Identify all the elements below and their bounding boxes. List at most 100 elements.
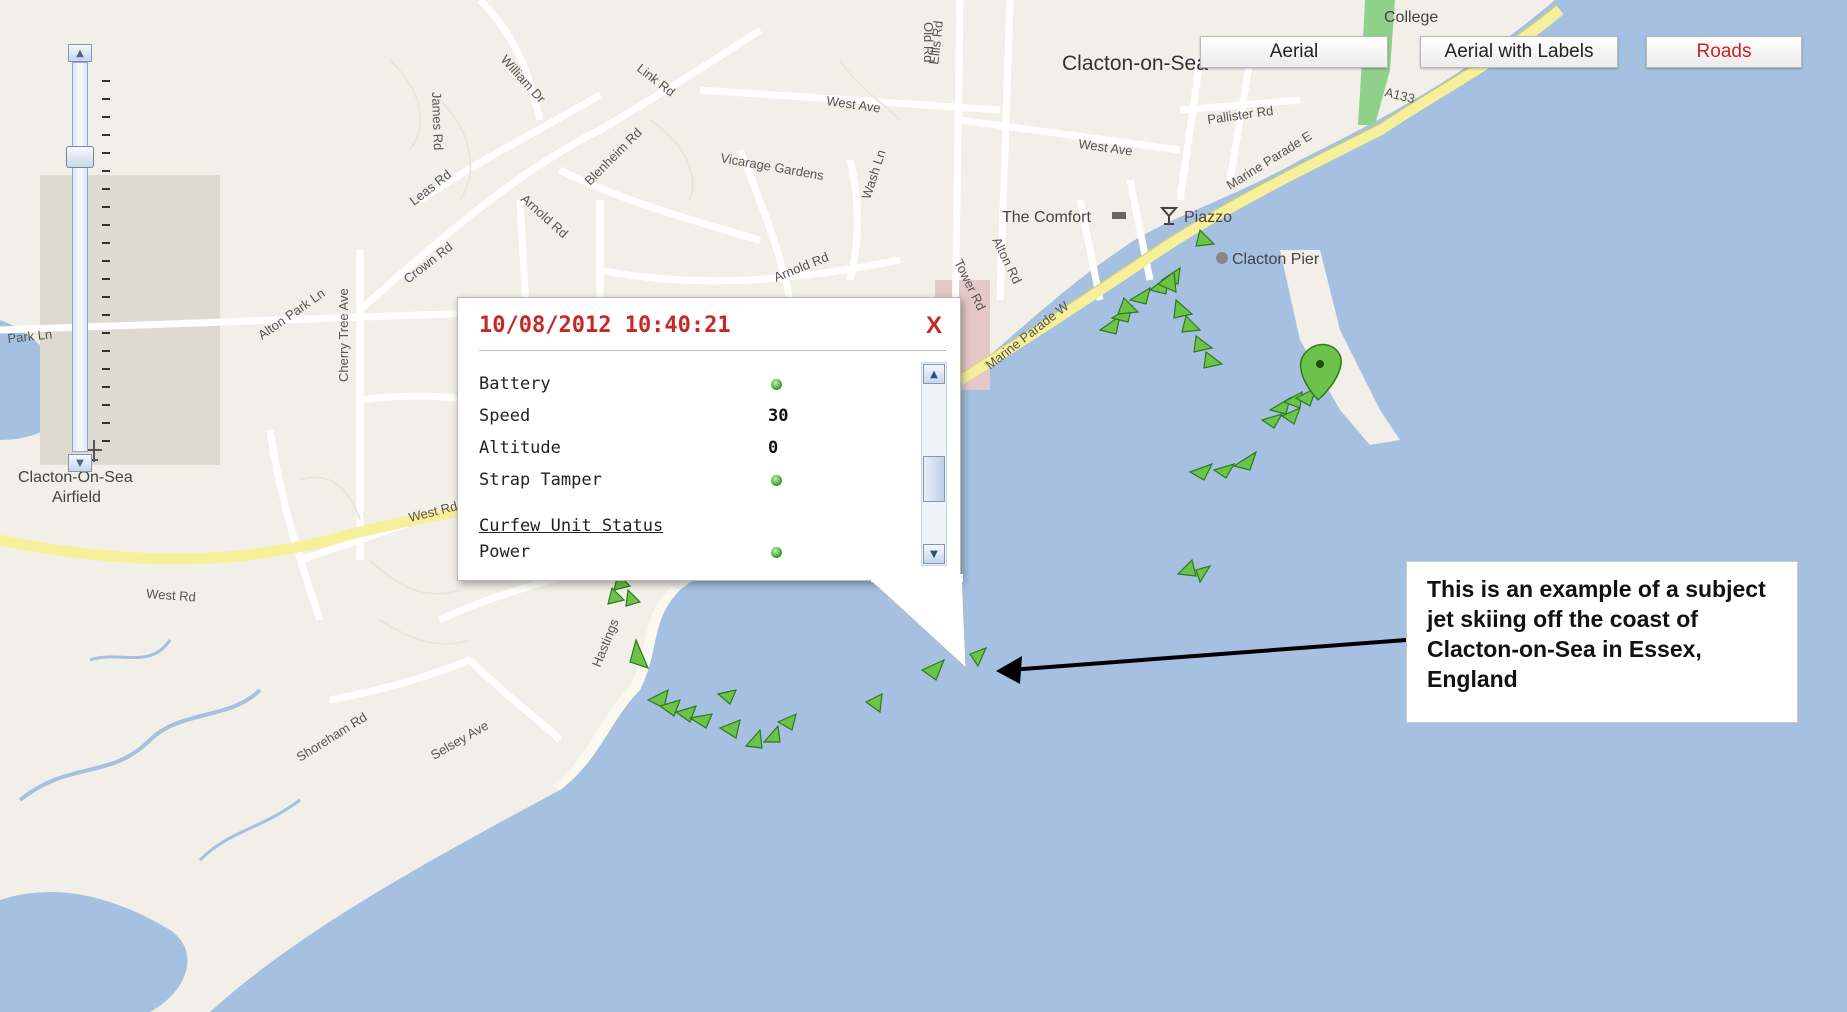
track-marker bbox=[688, 713, 713, 729]
track-marker bbox=[1117, 296, 1140, 315]
map-type-roads-button[interactable]: Roads bbox=[1646, 36, 1802, 68]
zoom-tick bbox=[102, 422, 110, 424]
track-marker bbox=[1212, 462, 1236, 479]
label-airfield-2: Airfield bbox=[52, 489, 101, 506]
label-ellis-rd: Ellis Rd bbox=[926, 20, 946, 65]
map-type-aerial-labels-button[interactable]: Aerial with Labels bbox=[1420, 36, 1618, 68]
zoom-tick bbox=[102, 386, 110, 388]
track-marker bbox=[1188, 462, 1214, 481]
zoom-tick bbox=[102, 242, 110, 244]
popup-close-button[interactable]: X bbox=[925, 312, 942, 339]
popup-label-battery: Battery bbox=[479, 374, 551, 394]
main-road-marine-parade-edge bbox=[959, 3, 1557, 375]
popup-label-altitude: Altitude bbox=[479, 438, 561, 458]
popup-tail bbox=[870, 574, 967, 670]
track-marker bbox=[864, 692, 883, 714]
track-marker bbox=[1181, 314, 1202, 333]
track-marker bbox=[629, 638, 650, 669]
track-marker bbox=[716, 689, 738, 705]
zoom-tick bbox=[102, 404, 110, 406]
annotation-callout: This is an example of a subject jet skii… bbox=[1406, 561, 1798, 723]
zoom-tick bbox=[102, 98, 110, 100]
power-status-icon bbox=[771, 547, 782, 558]
battery-status-icon bbox=[771, 379, 782, 390]
track-marker bbox=[1098, 314, 1121, 335]
zoom-tick bbox=[102, 224, 110, 226]
popup-timestamp: 10/08/2012 10:40:21 bbox=[479, 313, 731, 338]
zoom-in-button[interactable]: ▲ bbox=[68, 44, 92, 62]
road-shield-a133: A133 bbox=[1383, 84, 1416, 106]
label-the-comfort: The Comfort bbox=[1002, 209, 1091, 226]
popup-scrollbar[interactable]: ▲ ▼ bbox=[921, 362, 947, 566]
pier bbox=[1280, 250, 1400, 445]
track-marker bbox=[1173, 298, 1194, 319]
track-marker bbox=[646, 688, 669, 709]
zoom-tick bbox=[102, 278, 110, 280]
scroll-thumb[interactable] bbox=[923, 456, 945, 502]
track-marker bbox=[920, 658, 946, 681]
track-marker bbox=[1195, 564, 1212, 584]
label-clacton-pier: Clacton Pier bbox=[1232, 251, 1320, 268]
zoom-slider-thumb[interactable] bbox=[66, 146, 94, 168]
zoom-tick bbox=[102, 368, 110, 370]
minor-streets bbox=[0, 0, 1301, 743]
zoom-tick bbox=[102, 134, 110, 136]
bar-icon bbox=[1159, 207, 1179, 225]
zoom-control[interactable]: ▲ ▼ bbox=[66, 44, 110, 472]
zoom-out-button[interactable]: ▼ bbox=[68, 454, 92, 472]
label-cherry-tree-ave: Cherry Tree Ave bbox=[336, 288, 351, 382]
beach bbox=[552, 586, 680, 790]
popup-section-curfew[interactable]: Curfew Unit Status bbox=[479, 516, 664, 536]
track-marker bbox=[1280, 406, 1302, 425]
label-town: Clacton-on-Sea bbox=[1062, 52, 1208, 75]
map-type-aerial-button[interactable]: Aerial bbox=[1200, 36, 1388, 68]
label-old-rd: Old Rd bbox=[921, 22, 936, 62]
annotation-arrow bbox=[996, 638, 1407, 684]
track-marker bbox=[1260, 412, 1284, 429]
hotel-icon bbox=[1112, 212, 1126, 219]
zoom-tick bbox=[102, 116, 110, 118]
track-marker bbox=[744, 728, 763, 749]
zoom-tick bbox=[102, 80, 110, 82]
track-marker bbox=[1195, 228, 1216, 247]
strap-tamper-status-icon bbox=[771, 475, 782, 486]
sea bbox=[210, 0, 1847, 1012]
zoom-tick bbox=[102, 188, 110, 190]
zoom-tick bbox=[102, 206, 110, 208]
creek-2 bbox=[198, 798, 301, 862]
label-west-rd-2: West Rd bbox=[146, 586, 197, 604]
track-marker bbox=[1203, 350, 1224, 369]
track-marker bbox=[625, 588, 642, 607]
pier-icon bbox=[1216, 252, 1228, 264]
label-park-ln: Park Ln bbox=[7, 326, 53, 346]
zoom-tick bbox=[102, 170, 110, 172]
track-marker bbox=[762, 724, 781, 743]
scroll-down-icon[interactable]: ▼ bbox=[923, 544, 945, 564]
label-james-rd: James Rd bbox=[429, 92, 446, 151]
track-marker bbox=[1156, 270, 1177, 293]
zoom-slider-track[interactable] bbox=[72, 62, 88, 452]
track-marker bbox=[607, 586, 626, 605]
zoom-tick bbox=[102, 440, 110, 442]
scroll-up-icon[interactable]: ▲ bbox=[923, 364, 945, 384]
detail-streets bbox=[299, 59, 901, 645]
main-road-marine-parade bbox=[957, 5, 1564, 385]
label-piazzo: Piazzo bbox=[1184, 209, 1232, 226]
creek-1 bbox=[18, 688, 262, 802]
popup-value-speed: 30 bbox=[768, 406, 789, 426]
track-marker bbox=[1128, 286, 1151, 305]
popup-label-power: Power bbox=[479, 542, 531, 562]
annotation-text: This is an example of a subject jet skii… bbox=[1427, 576, 1766, 692]
track-marker bbox=[969, 646, 988, 668]
zoom-tick bbox=[102, 350, 110, 352]
zoom-tick bbox=[102, 260, 110, 262]
track-marker bbox=[1232, 450, 1258, 471]
track-marker bbox=[1176, 558, 1197, 577]
creek-3 bbox=[89, 639, 172, 662]
zoom-tick bbox=[102, 296, 110, 298]
popup-value-altitude: 0 bbox=[768, 438, 779, 458]
track-markers[interactable] bbox=[607, 228, 1318, 749]
location-pin-icon[interactable] bbox=[1299, 343, 1342, 402]
zoom-tick bbox=[102, 314, 110, 316]
